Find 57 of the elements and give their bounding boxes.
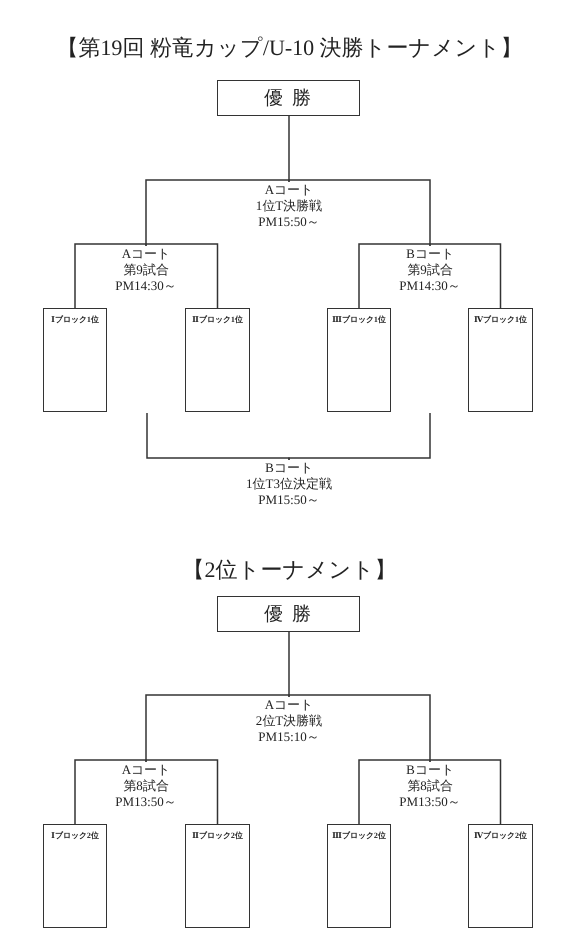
bracket-line xyxy=(74,759,147,824)
team-box xyxy=(185,308,250,412)
match-name: 1位T3位決定戦 xyxy=(246,476,332,492)
bracket-line xyxy=(429,243,502,308)
bracket-line xyxy=(145,243,218,308)
match-name: 第8試合 xyxy=(407,778,453,794)
court-label: Aコート xyxy=(122,246,170,262)
court-label: Aコート xyxy=(264,182,314,198)
start-time: PM15:10～ xyxy=(258,729,320,745)
start-time: PM14:30～ xyxy=(115,278,177,294)
bracket-line xyxy=(145,179,290,244)
team-heading: Ⅱブロック1位 xyxy=(192,314,243,325)
bracket-line xyxy=(288,116,290,180)
team-box xyxy=(185,824,250,928)
bracket-line xyxy=(288,179,431,244)
bracket-line xyxy=(288,413,431,460)
bracket-line xyxy=(358,243,431,308)
team-box xyxy=(43,308,107,412)
bracket-line xyxy=(145,759,218,824)
bracket-line xyxy=(288,694,431,760)
match-name: 第9試合 xyxy=(407,262,453,278)
team-heading: Ⅲブロック1位 xyxy=(332,314,386,325)
bracket-line xyxy=(358,759,431,824)
start-time: PM14:30～ xyxy=(399,278,461,294)
team-heading: Ⅰブロック1位 xyxy=(51,314,99,325)
bracket-line xyxy=(146,413,290,460)
start-time: PM15:50～ xyxy=(258,492,320,508)
court-label: Bコート xyxy=(406,762,454,778)
match-name: 1位T決勝戦 xyxy=(256,198,322,214)
team-box xyxy=(327,308,391,412)
bracket-line xyxy=(145,694,290,760)
team-box xyxy=(327,824,391,928)
team-heading: Ⅱブロック2位 xyxy=(192,830,243,841)
page-title: 【第19回 粉竜カップ/U-10 決勝トーナメント】 xyxy=(55,34,524,62)
team-box xyxy=(468,308,533,412)
match-name: 2位T決勝戦 xyxy=(256,713,322,729)
start-time: PM15:50～ xyxy=(258,214,320,230)
team-box xyxy=(468,824,533,928)
winner-box: 優 勝 xyxy=(217,80,360,116)
bracket-line xyxy=(74,243,147,308)
court-label: Bコート xyxy=(406,246,454,262)
court-label: Aコート xyxy=(122,762,170,778)
start-time: PM13:50～ xyxy=(399,794,461,810)
bracket-line xyxy=(429,759,502,824)
match-name: 第9試合 xyxy=(123,262,169,278)
match-name: 第8試合 xyxy=(123,778,169,794)
court-label: Bコート xyxy=(265,460,313,476)
start-time: PM13:50～ xyxy=(115,794,177,810)
winner-box: 優 勝 xyxy=(217,596,360,632)
team-heading: Ⅳブロック1位 xyxy=(474,314,528,325)
team-heading: Ⅲブロック2位 xyxy=(332,830,386,841)
section-title: 【2位トーナメント】 xyxy=(182,556,398,584)
court-label: Aコート xyxy=(264,697,314,713)
team-heading: Ⅰブロック2位 xyxy=(51,830,99,841)
team-heading: Ⅳブロック2位 xyxy=(474,830,528,841)
team-box xyxy=(43,824,107,928)
bracket-line xyxy=(288,632,290,695)
